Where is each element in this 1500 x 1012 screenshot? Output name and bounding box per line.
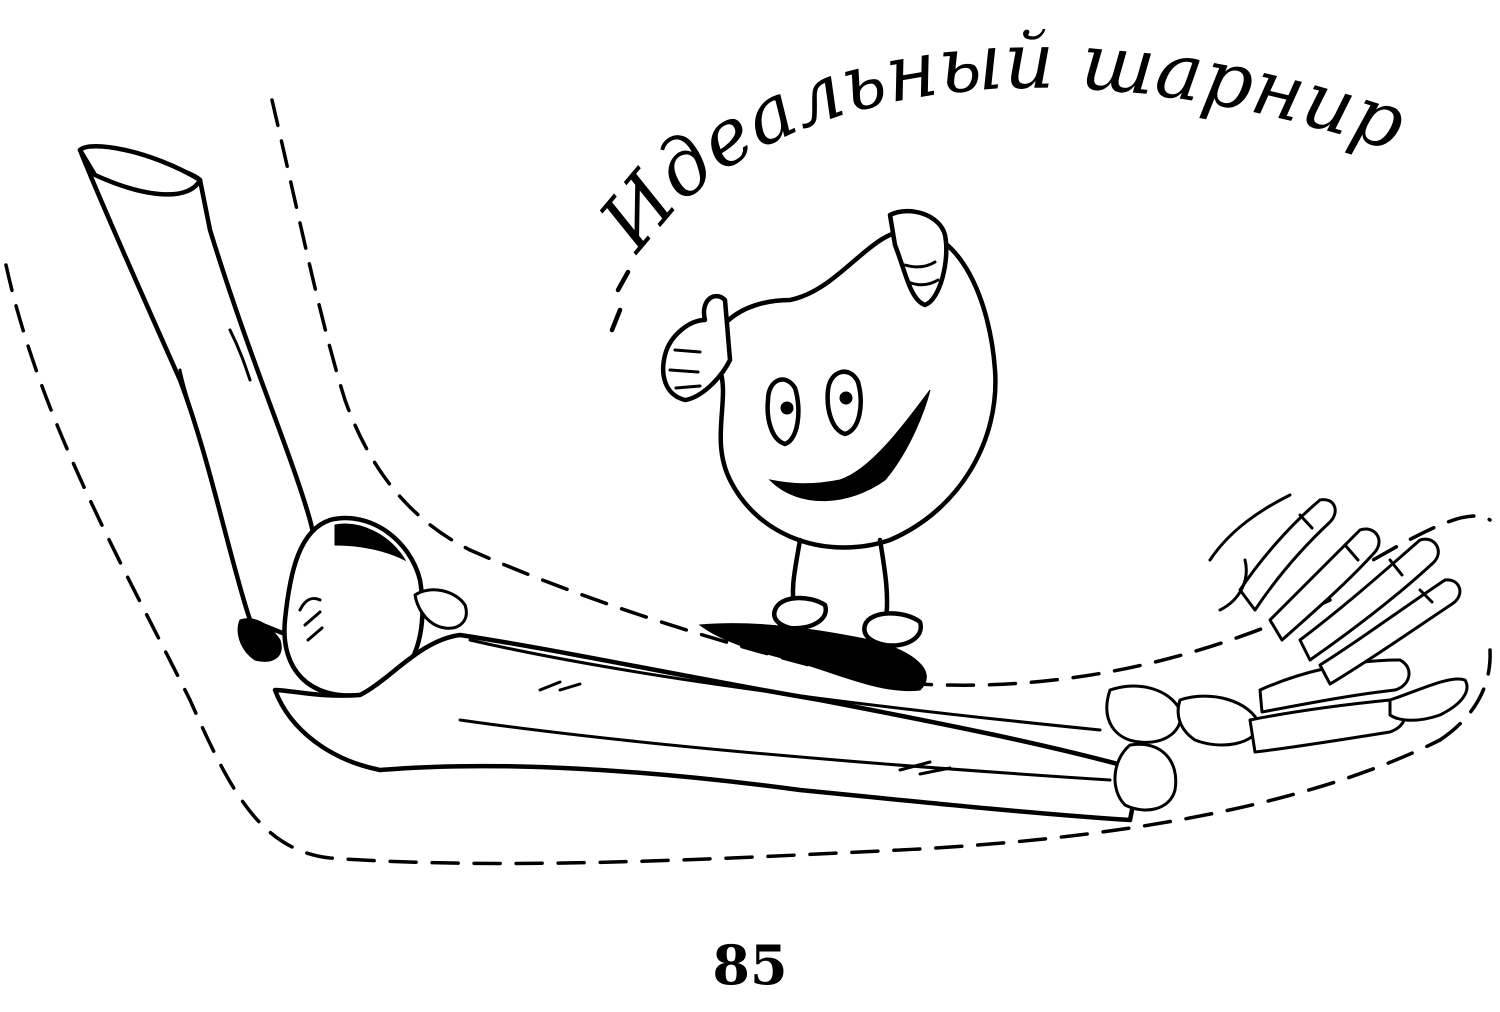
hand-bones xyxy=(1105,493,1469,812)
arm-outline-dashed xyxy=(4,98,1492,866)
joint-mascot-character xyxy=(660,208,998,692)
mascot-exclamation-text: Идеальный шарнир! xyxy=(0,0,1416,268)
forearm-bones xyxy=(272,632,1143,823)
humerus-bone xyxy=(77,144,323,643)
page-number: 85 xyxy=(712,933,788,997)
